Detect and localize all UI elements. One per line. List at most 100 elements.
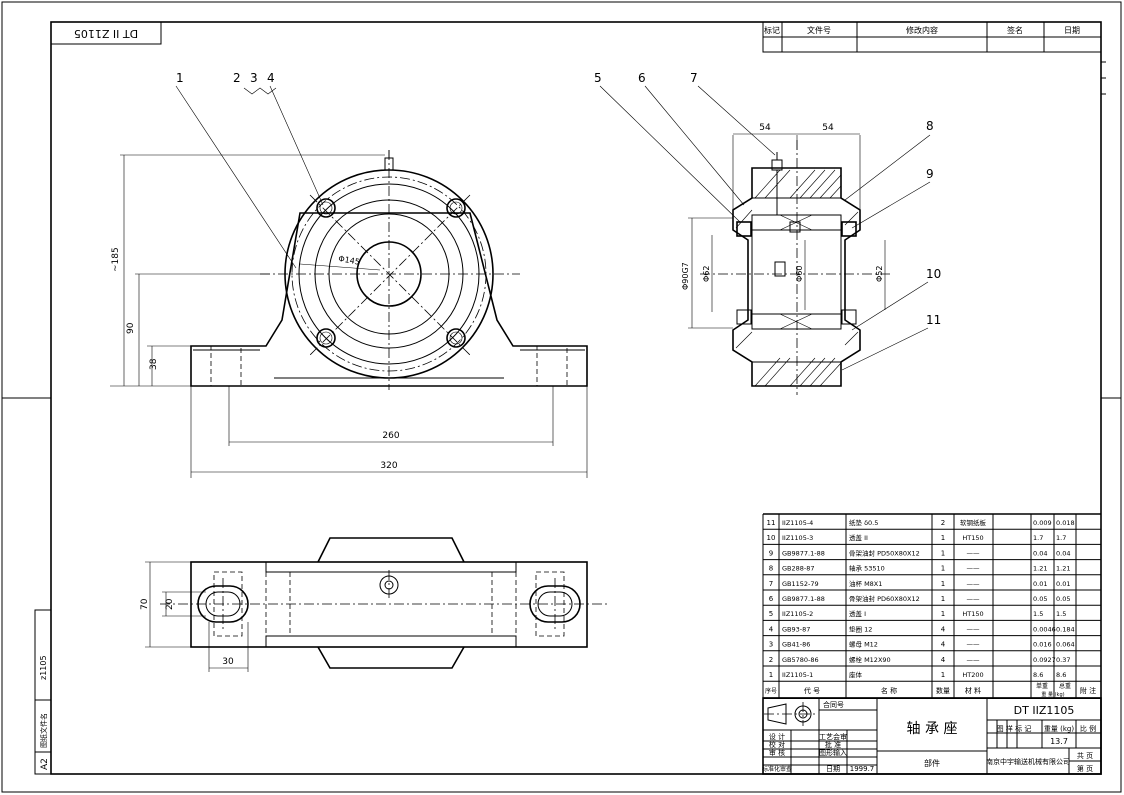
bom-row-no: 9 (769, 549, 773, 557)
callout-9: 9 (926, 167, 934, 181)
title-block: 合同号 DT IIZ1105 轴 承 座 部件 图 样 标 记 重量 (kg) … (762, 697, 1102, 775)
drawing-no: DT IIZ1105 (1014, 704, 1075, 717)
weight-label: 重量 (kg) (1044, 725, 1074, 733)
weight-value: 13.7 (1050, 737, 1068, 746)
role-review: 审 核 (769, 748, 785, 757)
role-approve: 批 准 (825, 740, 841, 749)
dim-d62: Φ62 (702, 266, 711, 282)
dim-right-half: 54 (822, 123, 834, 133)
dim-outer-dia: Φ90G7 (681, 262, 690, 290)
dim-overall-length: 320 (380, 461, 397, 471)
callout-5: 5 (594, 71, 602, 85)
role-standard: 标准化审查 (762, 765, 792, 773)
bom-row-name: 纸垫 δ0.5 (849, 518, 878, 527)
stamp-text: DT II Z1105 (74, 27, 138, 40)
bom-row-unit-weight: 1.21 (1033, 565, 1047, 573)
bom-row-no: 7 (769, 580, 773, 588)
rev-header-content: 修改内容 (906, 25, 938, 35)
bom-row-total-weight: 0.018 (1056, 519, 1075, 527)
bom-row-material: —— (967, 580, 981, 588)
bom-row-no: 11 (767, 519, 776, 527)
bom-header-weight: 重 量 (kg) (1041, 691, 1064, 698)
dim-left-half: 54 (759, 123, 771, 133)
bom-row-code: GB288-87 (782, 565, 815, 573)
bom-row-code: IIZ1105-2 (782, 610, 813, 618)
bom-row-qty: 1 (941, 549, 945, 557)
bom-row-name: 座体 (849, 670, 863, 679)
callout-7: 7 (690, 71, 698, 85)
dim-offset: 30 (222, 657, 234, 667)
bom-row-qty: 4 (941, 656, 946, 664)
callout-8: 8 (926, 119, 934, 133)
bom-header-total-weight: 总重 (1059, 682, 1071, 690)
bom-row-material: HT200 (962, 671, 983, 679)
bom-row-material: 软钢纸板 (960, 518, 987, 527)
bom-header-no: 序号 (765, 687, 777, 695)
date-value: 1999.7 (850, 765, 875, 773)
sheet-total: 共 页 (1077, 751, 1093, 760)
bom-row-name: 垫圈 12 (849, 624, 872, 633)
bom-header-name: 名 称 (881, 686, 897, 695)
part-label: 部件 (924, 758, 940, 768)
top-view: 70 20 30 (140, 537, 610, 672)
callout-4: 4 (267, 71, 275, 85)
bom-row-qty: 1 (941, 610, 945, 618)
bom-row-total-weight: 8.6 (1056, 671, 1066, 679)
rev-header-date: 日期 (1064, 26, 1080, 35)
bom-header-unit-weight: 单重 (1036, 682, 1048, 690)
rev-header-file: 文件号 (807, 25, 831, 35)
bom-row-qty: 1 (941, 534, 945, 542)
bom-row-material: —— (967, 595, 981, 603)
contract-no-label: 合同号 (823, 700, 844, 709)
bom-row-no: 8 (769, 565, 773, 573)
bom-row-no: 5 (769, 610, 773, 618)
stage-label: 图 样 标 记 (997, 724, 1032, 733)
bom-row-unit-weight: 0.0927 (1033, 656, 1056, 664)
margin-file-no: z1105 (39, 655, 48, 680)
dim-bolt-circle: Φ145 (338, 254, 361, 267)
callout-10: 10 (926, 267, 941, 281)
bom-row-no: 3 (769, 641, 773, 649)
bom-row-code: IIZ1105-4 (782, 519, 813, 527)
bom-row-name: 透盖 I (849, 609, 866, 618)
bom-row-total-weight: 0.05 (1056, 595, 1070, 603)
bom-row-code: GB41-86 (782, 641, 810, 649)
bom-row-code: GB93-87 (782, 625, 810, 633)
bom-header-code: 代 号 (804, 686, 820, 695)
bom-row-material: HT150 (962, 610, 983, 618)
bom-row-unit-weight: 0.01 (1033, 580, 1047, 588)
bom-row-unit-weight: 0.016 (1033, 641, 1052, 649)
bom-row-code: IIZ1105-1 (782, 671, 813, 679)
dim-total-height: ~185 (111, 247, 121, 272)
margin-archive: 图纸文件名 (39, 713, 48, 748)
bom-row-name: 油杯 M8X1 (849, 579, 882, 588)
bom-header-material: 材 料 (965, 686, 981, 695)
bom-row-material: —— (967, 549, 981, 557)
bom-row-no: 4 (769, 625, 774, 633)
bom-row-total-weight: 1.21 (1056, 565, 1070, 573)
bom-row-total-weight: 0.01 (1056, 580, 1070, 588)
bom-row-unit-weight: 1.7 (1033, 534, 1043, 542)
bom-header-qty: 数量 (936, 686, 950, 695)
callout-11: 11 (926, 313, 941, 327)
role-date: 日期 (826, 765, 840, 773)
bom-row-material: —— (967, 656, 981, 664)
callout-2: 2 (233, 71, 241, 85)
role-design: 设 计 (769, 732, 785, 741)
section-view: 54 54 Φ90G7 Φ62 Φ60 Φ52 5 6 7 8 9 10 11 (594, 71, 941, 395)
bom-row-total-weight: 0.184 (1056, 625, 1075, 633)
bom-row-qty: 1 (941, 565, 945, 573)
sheet-no: 第 页 (1077, 764, 1093, 773)
section-hatch-bottom (735, 331, 859, 387)
bom-row-qty: 4 (941, 641, 946, 649)
bom-row-qty: 1 (941, 671, 945, 679)
role-input: 图形输入 (819, 748, 847, 757)
bom-row-qty: 1 (941, 595, 945, 603)
bom-row-name: 螺栓 M12X90 (849, 655, 891, 664)
bom-header-note: 附 注 (1080, 686, 1096, 695)
bom-row-name: 螺母 M12 (849, 640, 878, 649)
stamp-box (50, 21, 162, 45)
left-margin-strip: z1105 图纸文件名 A2 (34, 609, 52, 775)
